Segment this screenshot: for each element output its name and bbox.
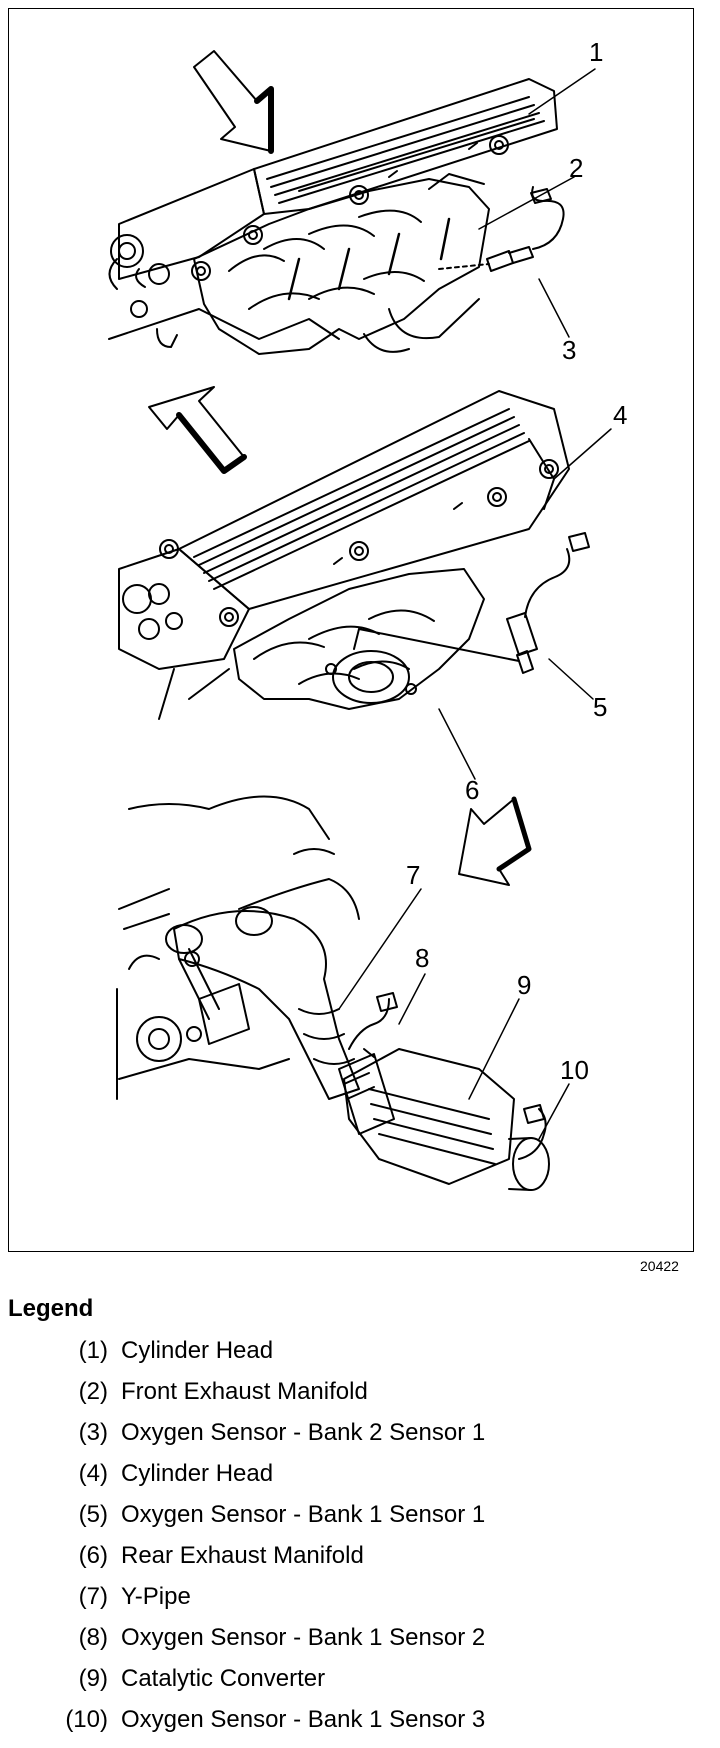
legend-label: Oxygen Sensor - Bank 2 Sensor 1 <box>121 1419 486 1446</box>
legend-number: (8) <box>78 1624 108 1651</box>
front-cylinder-head <box>108 78 558 348</box>
callout-8: 8 <box>415 943 429 973</box>
callout-4: 4 <box>613 400 627 430</box>
legend-number: (4) <box>78 1460 108 1487</box>
oxygen-sensor-bank1-sensor3 <box>518 1104 547 1160</box>
arrow-down-icon <box>193 50 274 154</box>
callout-labels: 1 2 3 4 5 6 7 8 9 10 <box>406 37 627 1085</box>
figure-number: 20422 <box>640 1258 679 1274</box>
callout-2: 2 <box>569 153 583 183</box>
legend-number: (7) <box>78 1583 108 1610</box>
legend-label: Oxygen Sensor - Bank 1 Sensor 1 <box>121 1501 486 1528</box>
legend-label: Y-Pipe <box>121 1583 191 1610</box>
arrow-up-left-icon <box>148 386 247 474</box>
legend-number: (10) <box>65 1706 108 1733</box>
front-manifold-bolts <box>191 135 509 281</box>
engine-block-lower <box>116 795 330 1100</box>
legend-label: Cylinder Head <box>121 1337 274 1364</box>
callout-10: 10 <box>560 1055 589 1085</box>
callout-1: 1 <box>589 37 603 67</box>
front-exhaust-manifold <box>193 173 490 355</box>
rear-cylinder-head <box>118 390 570 720</box>
legend-label: Rear Exhaust Manifold <box>121 1542 364 1569</box>
callout-7: 7 <box>406 860 420 890</box>
legend-label: Oxygen Sensor - Bank 1 Sensor 2 <box>121 1624 486 1651</box>
legend-label: Oxygen Sensor - Bank 1 Sensor 3 <box>121 1706 486 1733</box>
callout-5: 5 <box>593 692 607 722</box>
exhaust-system-diagram: 1 2 3 4 5 6 7 8 9 10 <box>8 8 694 1252</box>
callout-3: 3 <box>562 335 576 365</box>
callout-6: 6 <box>465 775 479 805</box>
rear-exhaust-manifold <box>233 568 485 710</box>
legend-number: (6) <box>78 1542 108 1569</box>
rear-manifold-bolts <box>159 459 559 627</box>
oxygen-sensor-bank1-sensor2 <box>348 992 398 1058</box>
arrow-up-right-icon <box>458 796 532 886</box>
legend-title: Legend <box>8 1295 94 1322</box>
callout-9: 9 <box>517 970 531 1000</box>
oxygen-sensor-bank1-sensor1 <box>353 532 590 674</box>
legend-number: (5) <box>78 1501 108 1528</box>
oxygen-sensor-bank2-sensor1 <box>438 186 565 272</box>
diagram-drawing: 1 2 3 4 5 6 7 8 9 10 <box>108 37 627 1191</box>
catalytic-converter <box>338 1048 550 1191</box>
legend-label: Catalytic Converter <box>121 1665 326 1692</box>
y-pipe <box>165 848 360 1100</box>
legend-number: (1) <box>78 1337 108 1364</box>
legend-number: (9) <box>78 1665 108 1692</box>
leader-lines <box>338 68 612 1140</box>
legend-number: (3) <box>78 1419 108 1446</box>
legend-label: Front Exhaust Manifold <box>121 1378 368 1405</box>
legend-number: (2) <box>78 1378 108 1405</box>
legend-label: Cylinder Head <box>121 1460 274 1487</box>
